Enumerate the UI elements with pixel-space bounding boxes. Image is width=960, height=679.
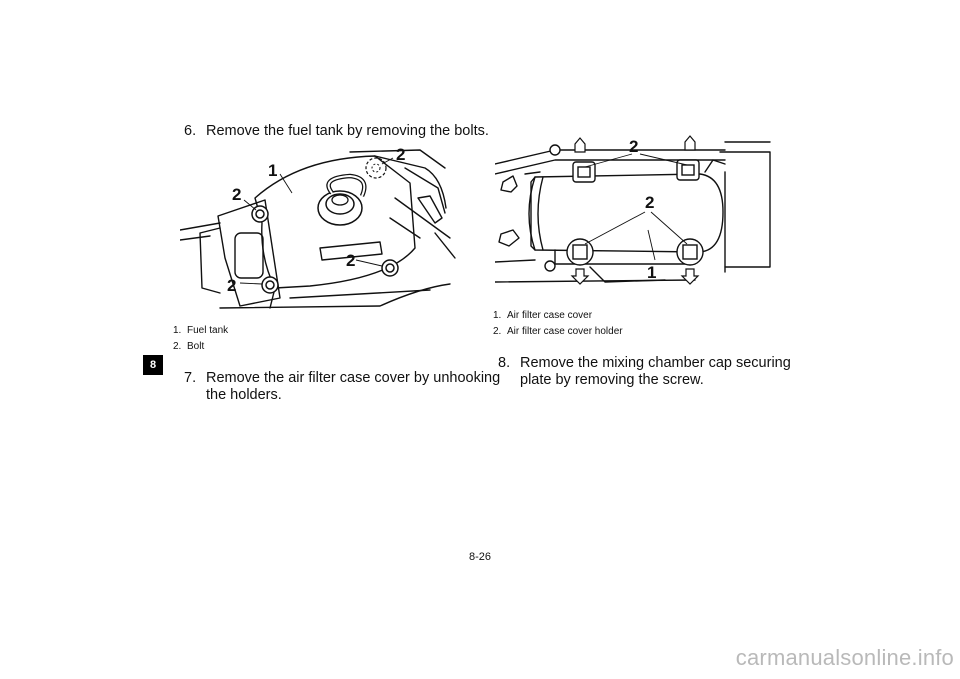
page-number: 8-26 [468, 551, 492, 563]
fuel-tank-illustration: 1 2 2 2 2 [180, 145, 456, 309]
step-6-number: 6. [184, 123, 197, 139]
watermark: carmanualsonline.info [735, 645, 954, 670]
step-7-number: 7. [184, 370, 197, 386]
caption-item: 1.Air filter case cover [493, 310, 593, 321]
caption-item: 2.Bolt [173, 341, 205, 352]
callout-cover: 1 [647, 263, 656, 282]
callout-holder-top: 2 [629, 137, 638, 156]
chapter-tab: 8 [143, 355, 163, 375]
step-6-text: Remove the fuel tank by removing the bol… [206, 123, 489, 139]
air-filter-illustration: 2 2 1 [495, 135, 771, 285]
callout-bolt-center: 2 [346, 251, 355, 270]
step-6: 6. Remove the fuel tank by removing the b… [184, 123, 489, 140]
caption-item: 1.Fuel tank [173, 325, 229, 336]
step-8: 8.Remove the mixing chamber cap securing… [498, 355, 791, 388]
caption-item: 2.Air filter case cover holder [493, 326, 623, 337]
right-caption-list: 1.Air filter case cover 2.Air filter cas… [493, 308, 623, 340]
callout-bolt-bottom-left: 2 [227, 276, 236, 295]
step-8-number: 8. [498, 355, 511, 371]
step-7: 7.Remove the air filter case cover by un… [184, 370, 501, 403]
callout-holder-bottom: 2 [645, 193, 654, 212]
callout-fuel-tank: 1 [268, 161, 277, 180]
callout-bolt-top-right: 2 [396, 145, 405, 164]
callout-bolt-top-left: 2 [232, 185, 241, 204]
left-caption-list: 1.Fuel tank 2.Bolt [173, 323, 228, 355]
